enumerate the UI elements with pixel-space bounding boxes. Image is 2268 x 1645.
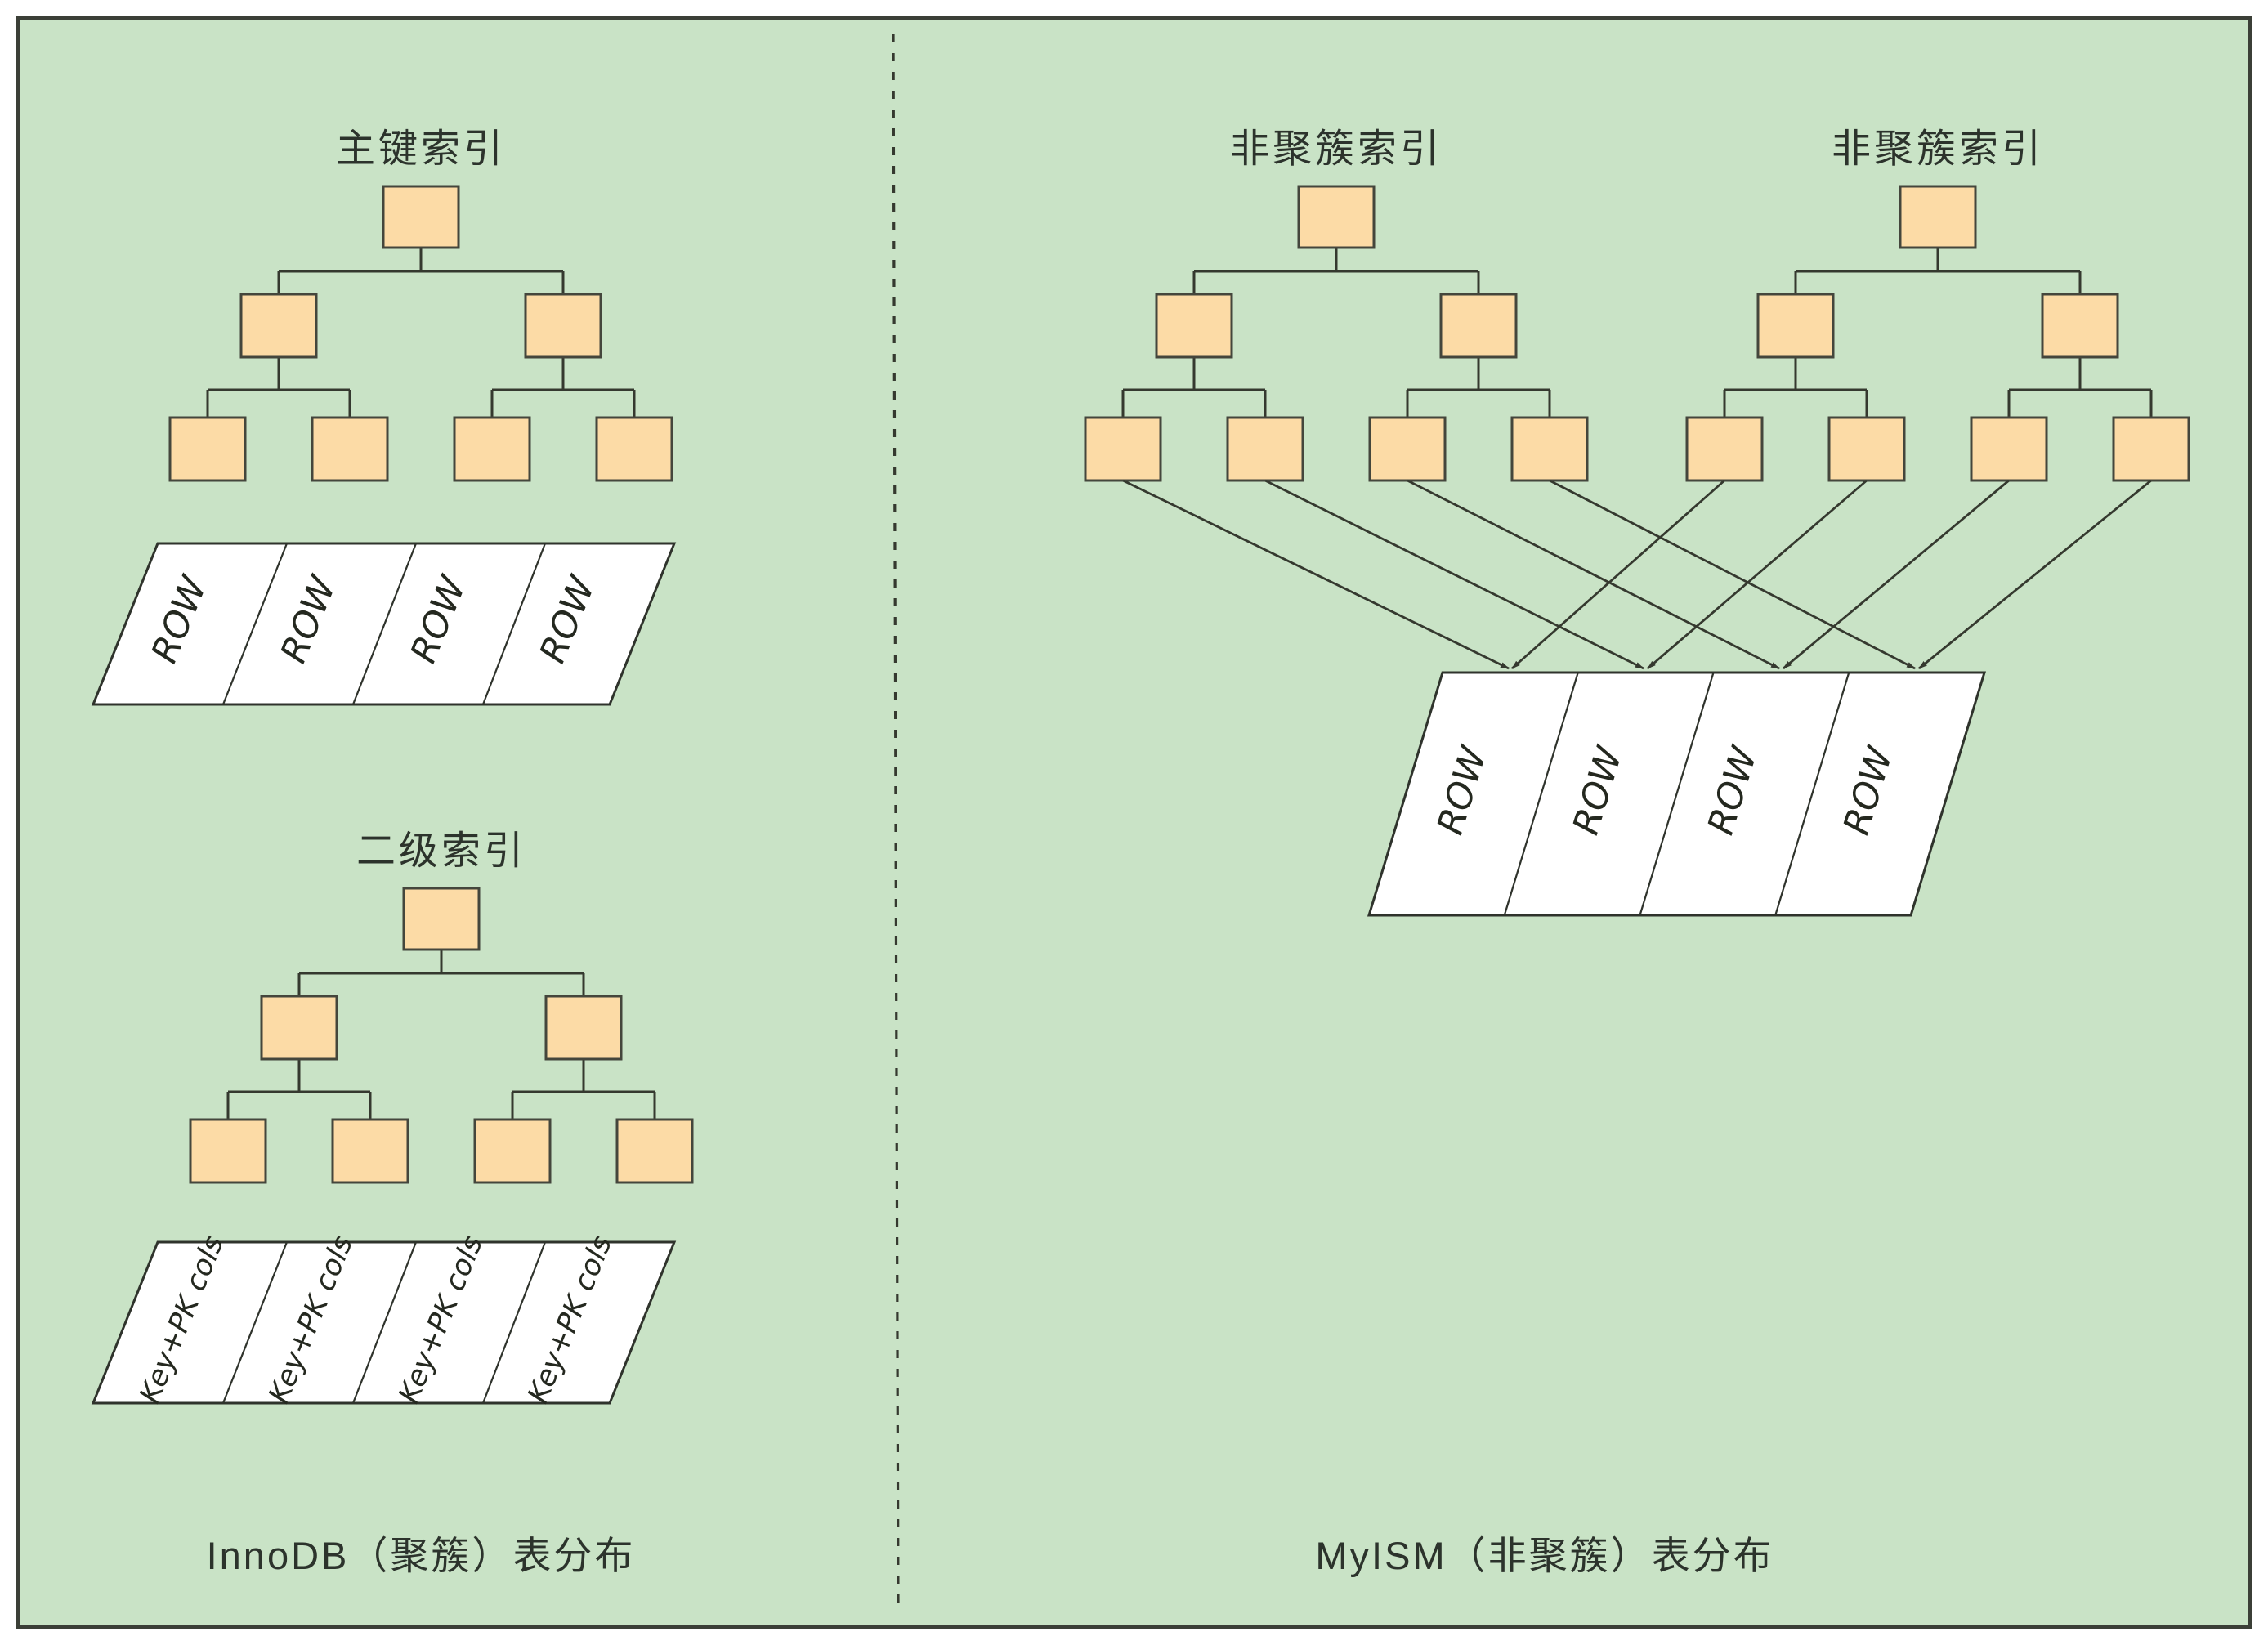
row-table-left: ROW ROW ROW ROW (91, 542, 677, 706)
nonclustered-index-b-title: 非聚簇索引 (1832, 127, 2044, 171)
tree-connectors (226, 950, 656, 1120)
tree-node (260, 995, 338, 1061)
tree-node-root (1297, 185, 1376, 249)
tree-node-leaf (1970, 416, 2048, 482)
arrow (1918, 479, 2152, 670)
tree-node-root (1899, 185, 1977, 249)
tree-node-leaf (1827, 416, 1906, 482)
nonclustered-index-a-title: 非聚簇索引 (1230, 127, 1443, 171)
nonclustered-index-tree-b: 非聚簇索引 (1685, 127, 2190, 482)
tree-node (1155, 293, 1233, 359)
primary-index-tree: 主键索引 (168, 127, 673, 482)
tree-node-leaf (168, 416, 247, 482)
tree-node-leaf (2112, 416, 2190, 482)
tree-node (1756, 293, 1835, 359)
myism-caption: MyISM（非聚簇）表分布 (1315, 1534, 1774, 1577)
tree-node-leaf (595, 416, 673, 482)
row-table-right: ROW ROW ROW ROW (1367, 671, 1987, 917)
leaf-to-row-arrows (1122, 479, 2152, 670)
tree-node-leaf (1368, 416, 1447, 482)
tree-node (239, 293, 318, 359)
row-table-cell-dividers (1503, 672, 1850, 916)
tree-connectors (1121, 248, 1551, 418)
arrow (1264, 479, 1644, 670)
arrow (1407, 479, 1780, 670)
tree-node-leaf (311, 416, 389, 482)
tree-node (1439, 293, 1518, 359)
arrow (1647, 479, 1868, 670)
arrow (1511, 479, 1725, 670)
secondary-index-title: 二级索引 (356, 829, 526, 873)
tree-node (524, 293, 602, 359)
tree-connectors (206, 248, 636, 418)
arrow (1122, 479, 1510, 670)
tree-node-leaf (615, 1118, 694, 1184)
arrow (1783, 479, 2010, 670)
primary-index-title: 主键索引 (336, 127, 506, 171)
tree-node-leaf (1226, 416, 1304, 482)
tree-node-root (382, 185, 460, 249)
keypk-table-cell-dividers (221, 1241, 547, 1404)
innodb-caption: InnoDB（聚簇）表分布 (207, 1534, 636, 1577)
row-table-cell-dividers (221, 543, 547, 705)
tree-node-root (402, 887, 481, 951)
tree-node-leaf (1084, 416, 1162, 482)
tree-node-leaf (473, 1118, 552, 1184)
tree-node (544, 995, 623, 1061)
tree-node-leaf (1685, 416, 1764, 482)
secondary-index-tree: 二级索引 (189, 829, 694, 1184)
tree-connectors (1723, 248, 2153, 418)
tree-node (2041, 293, 2119, 359)
tree-node-leaf (189, 1118, 267, 1184)
keypk-table: Key+PK cols Key+PK cols Key+PK cols Key+… (91, 1232, 677, 1408)
tree-node-leaf (331, 1118, 409, 1184)
tree-node-leaf (1510, 416, 1589, 482)
arrow (1549, 479, 1916, 670)
tree-node-leaf (453, 416, 531, 482)
